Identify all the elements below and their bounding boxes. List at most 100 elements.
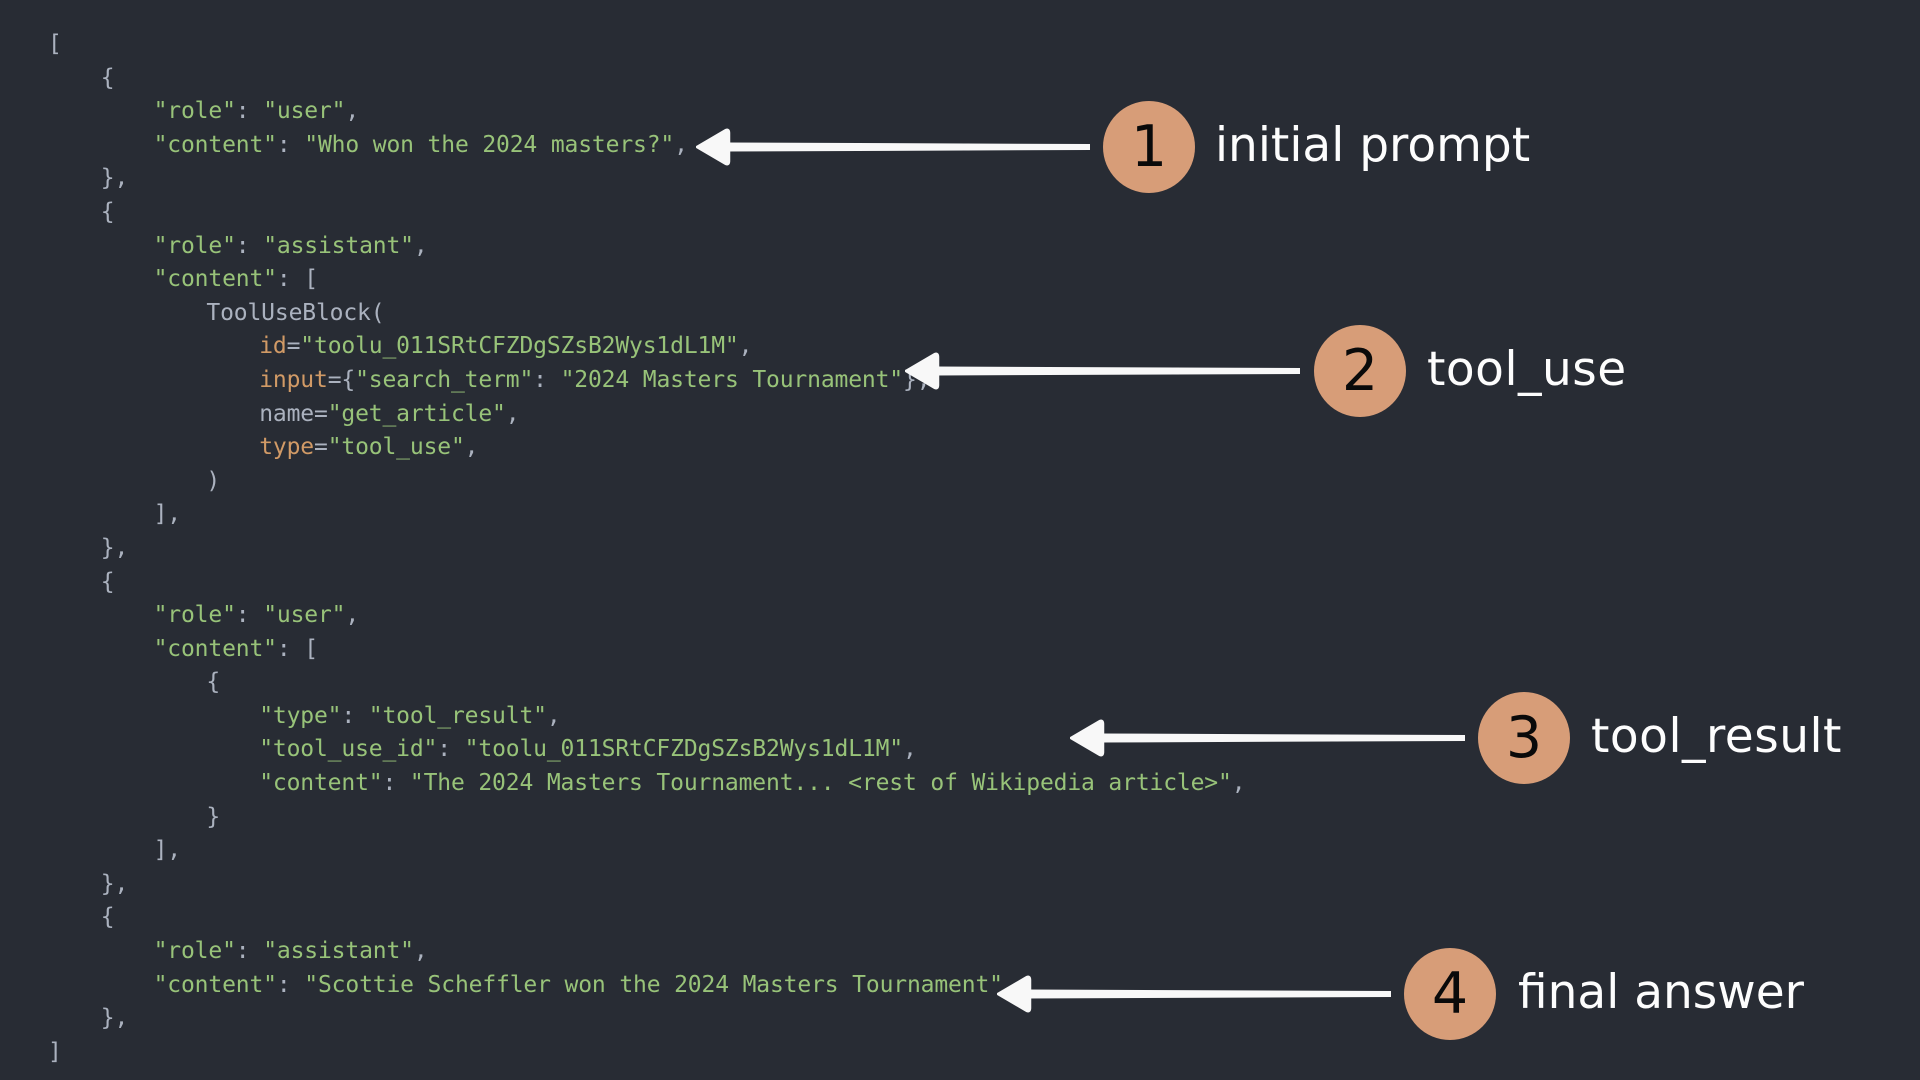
code-token-punct: [ [48,31,62,57]
code-line: "type": "tool_result", [48,700,1245,734]
code-token-punct: , [738,333,753,360]
code-line: ], [48,498,1245,532]
code-token-punct: : [ [276,635,318,662]
code-token-str: "role" [153,232,236,259]
code-token-str: "content" [153,131,277,158]
code-token-punct: , [902,736,917,763]
code-token-punct: : [ [276,266,318,293]
code-token-punct: , [464,434,479,461]
code-token-punct: }, [100,165,129,192]
code-token-punct: , [345,98,360,125]
code-token-punct: : [235,232,264,259]
code-token-str: "Who won the 2024 masters?" [304,131,675,158]
code-token-key: id [259,333,287,360]
code-token-str: "tool_use" [327,434,465,461]
code-token-str: "tool_result" [368,702,547,729]
code-token-punct: , [674,131,688,158]
code-token-str: "user" [263,98,346,125]
code-line: id="toolu_011SRtCFZDgSZsB2Wys1dL1M", [48,330,1245,364]
code-token-punct: : [235,938,264,965]
code-token-punct: { [100,64,115,91]
code-line: input={"search_term": "2024 Masters Tour… [48,364,1245,398]
json-code-block: [{"role": "user","content": "Who won the… [48,28,1246,1070]
code-token-punct: , [505,400,520,427]
code-line: "content": "Scottie Scheffler won the 20… [48,969,1245,1003]
code-line: "content": "The 2024 Masters Tournament.… [48,767,1245,801]
code-token-punct: { [100,568,115,595]
code-token-str: "The 2024 Masters Tournament... <rest of… [409,770,1232,797]
code-line: [ [48,28,1245,62]
code-token-key: input [259,366,328,393]
code-token-str: "role" [153,98,236,125]
code-line: { [48,196,1245,230]
code-token-plain: ToolUseBlock( [206,299,385,326]
code-line: ], [48,834,1245,868]
code-line: type="tool_use", [48,431,1245,465]
code-token-str: "content" [153,971,277,998]
annotation-label-3: tool_result [1591,709,1842,764]
code-token-punct: }, [903,366,931,393]
code-token-punct: }, [100,870,129,897]
code-token-punct: { [100,198,115,225]
code-line: ] [48,1036,1245,1070]
code-token-punct: } [206,803,221,830]
code-token-punct: ] [48,1038,62,1065]
code-token-str: "tool_use_id" [259,736,438,763]
code-token-punct: = [286,333,301,360]
code-token-str: "assistant" [263,938,414,965]
code-line: "role": "user", [48,599,1245,633]
code-line: }, [48,1002,1245,1036]
code-token-punct: ) [206,467,221,494]
code-token-str: "content" [153,635,277,662]
annotation-label-2: tool_use [1427,342,1627,397]
code-token-punct: , [546,702,561,729]
code-line: } [48,801,1245,835]
code-token-punct: , [345,602,360,629]
annotation-label-4: final answer [1518,965,1804,1020]
code-token-str: "role" [153,938,236,965]
annotation-badge-number: 4 [1431,961,1469,1027]
code-token-punct: ={ [327,366,356,393]
code-token-str: "Scottie Scheffler won the 2024 Masters … [304,971,1003,998]
code-line: ToolUseBlock( [48,297,1245,331]
code-line: { [48,62,1245,96]
code-token-punct: : [533,366,561,393]
code-token-punct: : [235,602,264,629]
code-token-punct: ], [153,837,182,864]
code-token-punct: ], [153,501,182,528]
code-token-punct: : [235,98,264,125]
code-token-punct: : [276,971,305,998]
annotation-label-1: initial prompt [1215,118,1531,173]
code-token-punct: { [206,669,221,696]
code-token-str: "search_term" [355,366,534,393]
annotation-badge-2: 2 [1314,325,1406,417]
code-token-punct: , [413,938,428,965]
code-token-str: "content" [259,770,383,797]
code-line: "tool_use_id": "toolu_011SRtCFZDgSZsB2Wy… [48,733,1245,767]
code-line: { [48,666,1245,700]
code-token-str: "type" [259,702,342,729]
code-line: "role": "assistant", [48,230,1245,264]
code-token-plain: name [259,400,314,427]
annotation-badge-3: 3 [1478,692,1570,784]
code-token-str: "toolu_011SRtCFZDgSZsB2Wys1dL1M" [300,333,739,360]
annotation-badge-number: 1 [1130,114,1168,180]
code-token-punct: : [341,702,369,729]
code-token-punct: : [437,736,465,763]
code-token-str: "assistant" [263,232,414,259]
code-line: }, [48,868,1245,902]
code-token-str: "get_article" [327,400,506,427]
annotation-badge-4: 4 [1404,948,1496,1040]
code-line: "role": "assistant", [48,935,1245,969]
code-token-punct: , [1231,770,1246,797]
code-line: name="get_article", [48,398,1245,432]
code-token-punct: , [413,232,428,259]
code-line: { [48,901,1245,935]
annotation-badge-1: 1 [1103,101,1195,193]
code-line: }, [48,532,1245,566]
code-token-punct: , [1002,971,1017,998]
code-line: "role": "user", [48,95,1245,129]
code-token-str: "content" [153,266,277,293]
code-token-str: "toolu_011SRtCFZDgSZsB2Wys1dL1M" [464,736,903,763]
annotation-badge-number: 2 [1341,338,1379,404]
